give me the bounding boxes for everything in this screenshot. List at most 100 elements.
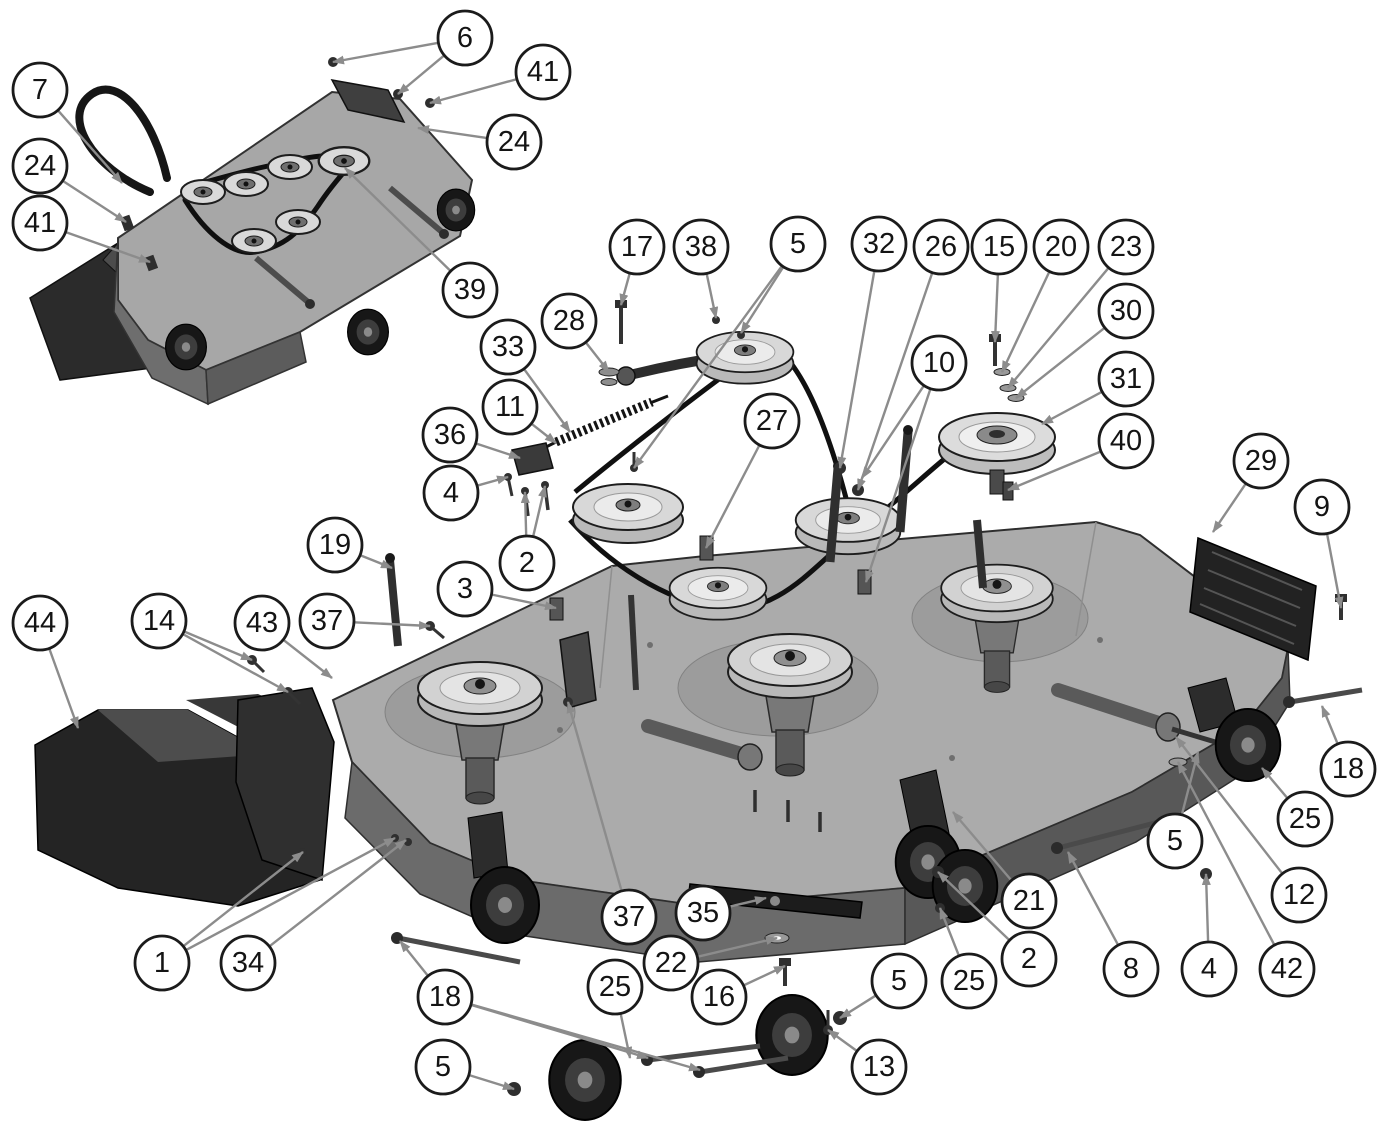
balloon-circle	[1270, 866, 1328, 924]
balloon-circle	[743, 392, 801, 450]
callout-balloon-part-33: 33	[479, 318, 537, 376]
leader-line-part-24	[61, 179, 127, 224]
balloon-number: 20	[1045, 231, 1077, 263]
balloon-number: 9	[1314, 491, 1330, 523]
balloon-circle	[540, 292, 598, 350]
balloon-number: 31	[1110, 363, 1142, 395]
leader-line-part-26	[856, 272, 934, 491]
callout-balloon-part-30: 30	[1097, 282, 1155, 340]
balloon-circle	[870, 952, 928, 1010]
callout-balloon-part-22: 22	[642, 934, 700, 992]
callout-balloon-part-37: 37	[298, 592, 356, 650]
balloon-circle	[11, 194, 69, 252]
leader-line-part-7	[56, 109, 123, 184]
leader-line-part-5	[839, 994, 877, 1020]
callout-balloon-part-4: 4	[422, 464, 480, 522]
leader-line-part-19	[359, 553, 393, 570]
leader-line-part-37	[566, 701, 623, 892]
callout-balloon-part-19: 19	[306, 516, 364, 574]
balloon-number: 2	[519, 547, 535, 579]
callout-balloon-part-25: 25	[1276, 790, 1334, 848]
leader-line-part-25	[1261, 767, 1289, 800]
idler-pulley	[572, 483, 684, 544]
leader-line-part-18	[1320, 705, 1339, 745]
balloon-number: 40	[1110, 425, 1142, 457]
leader-line-part-30	[1015, 326, 1106, 399]
callout-balloon-part-21: 21	[1000, 872, 1058, 930]
leader-line-part-25	[619, 1013, 633, 1059]
balloon-number: 5	[435, 1051, 451, 1083]
balloon-number: 25	[1289, 803, 1321, 835]
balloon-circle	[690, 968, 748, 1026]
gauge-wheel	[165, 323, 207, 371]
leader-line-part-1	[182, 851, 304, 948]
balloon-number: 16	[703, 981, 735, 1013]
callout-balloon-part-4: 4	[1180, 940, 1238, 998]
balloon-circle	[1258, 940, 1316, 998]
balloon-number: 24	[24, 150, 56, 182]
balloon-circle	[436, 560, 494, 618]
callout-balloon-part-25: 25	[586, 958, 644, 1016]
exploded-deck-view	[34, 300, 1363, 1121]
callout-balloon-part-10: 10	[910, 334, 968, 392]
callout-balloon-part-39: 39	[441, 261, 499, 319]
pulley	[275, 209, 321, 235]
hanger-brackets	[385, 425, 987, 709]
balloon-number: 36	[434, 419, 466, 451]
balloon-number: 7	[32, 74, 48, 106]
balloon-circle	[1032, 218, 1090, 276]
leader-line-part-44	[48, 647, 80, 729]
balloon-number: 8	[1123, 953, 1139, 985]
leader-line-part-38	[705, 273, 719, 319]
leader-line-part-42	[1176, 761, 1276, 946]
callout-balloon-part-28: 28	[540, 292, 598, 350]
leader-line-part-5	[468, 1073, 515, 1091]
balloon-circle	[1097, 282, 1155, 340]
balloon-number: 38	[685, 231, 717, 263]
balloon-number: 22	[655, 947, 687, 979]
balloon-circle	[479, 318, 537, 376]
callout-balloon-part-16: 16	[690, 968, 748, 1026]
callout-balloon-part-18: 18	[1319, 740, 1377, 798]
balloon-circle	[416, 968, 474, 1026]
balloon-circle	[912, 218, 970, 276]
callout-balloon-part-37: 37	[600, 888, 658, 946]
balloon-circle	[1102, 940, 1160, 998]
callout-balloon-part-14: 14	[130, 592, 188, 650]
balloon-circle	[586, 958, 644, 1016]
pulley	[317, 146, 371, 176]
callout-balloon-part-13: 13	[850, 1038, 908, 1096]
balloon-circle	[850, 1038, 908, 1096]
balloon-number: 15	[983, 231, 1015, 263]
leader-line-part-39	[344, 167, 452, 272]
leader-line-part-2	[531, 485, 547, 537]
spindle-pulley-right	[938, 412, 1056, 495]
leader-line-part-43	[282, 638, 333, 679]
balloon-number: 18	[429, 981, 461, 1013]
leader-line-part-23	[1007, 266, 1110, 389]
callout-balloon-part-6: 6	[436, 9, 494, 67]
chute-mount-bracket	[235, 687, 335, 882]
balloon-circle	[11, 137, 69, 195]
balloon-circle	[850, 215, 908, 273]
balloon-circle	[642, 934, 700, 992]
callout-balloon-part-17: 17	[608, 218, 666, 276]
balloon-circle	[1232, 432, 1290, 490]
callout-balloon-part-35: 35	[674, 884, 732, 942]
leader-line-part-6	[397, 54, 446, 95]
leader-line-part-24	[417, 125, 488, 140]
leader-line-part-35	[729, 896, 767, 908]
leader-line-part-8	[1066, 851, 1120, 946]
balloon-number: 26	[925, 231, 957, 263]
balloon-number: 41	[527, 56, 559, 88]
callout-balloon-part-5: 5	[414, 1038, 472, 1096]
leader-line-part-41	[429, 77, 518, 105]
balloon-circle	[608, 218, 666, 276]
callout-balloon-part-20: 20	[1032, 218, 1090, 276]
callout-balloon-part-12: 12	[1270, 866, 1328, 924]
balloon-circle	[11, 61, 69, 119]
callout-balloon-part-11: 11	[481, 378, 539, 436]
balloon-number: 5	[1167, 825, 1183, 857]
balloon-number: 21	[1013, 885, 1045, 917]
balloon-number: 5	[891, 965, 907, 997]
